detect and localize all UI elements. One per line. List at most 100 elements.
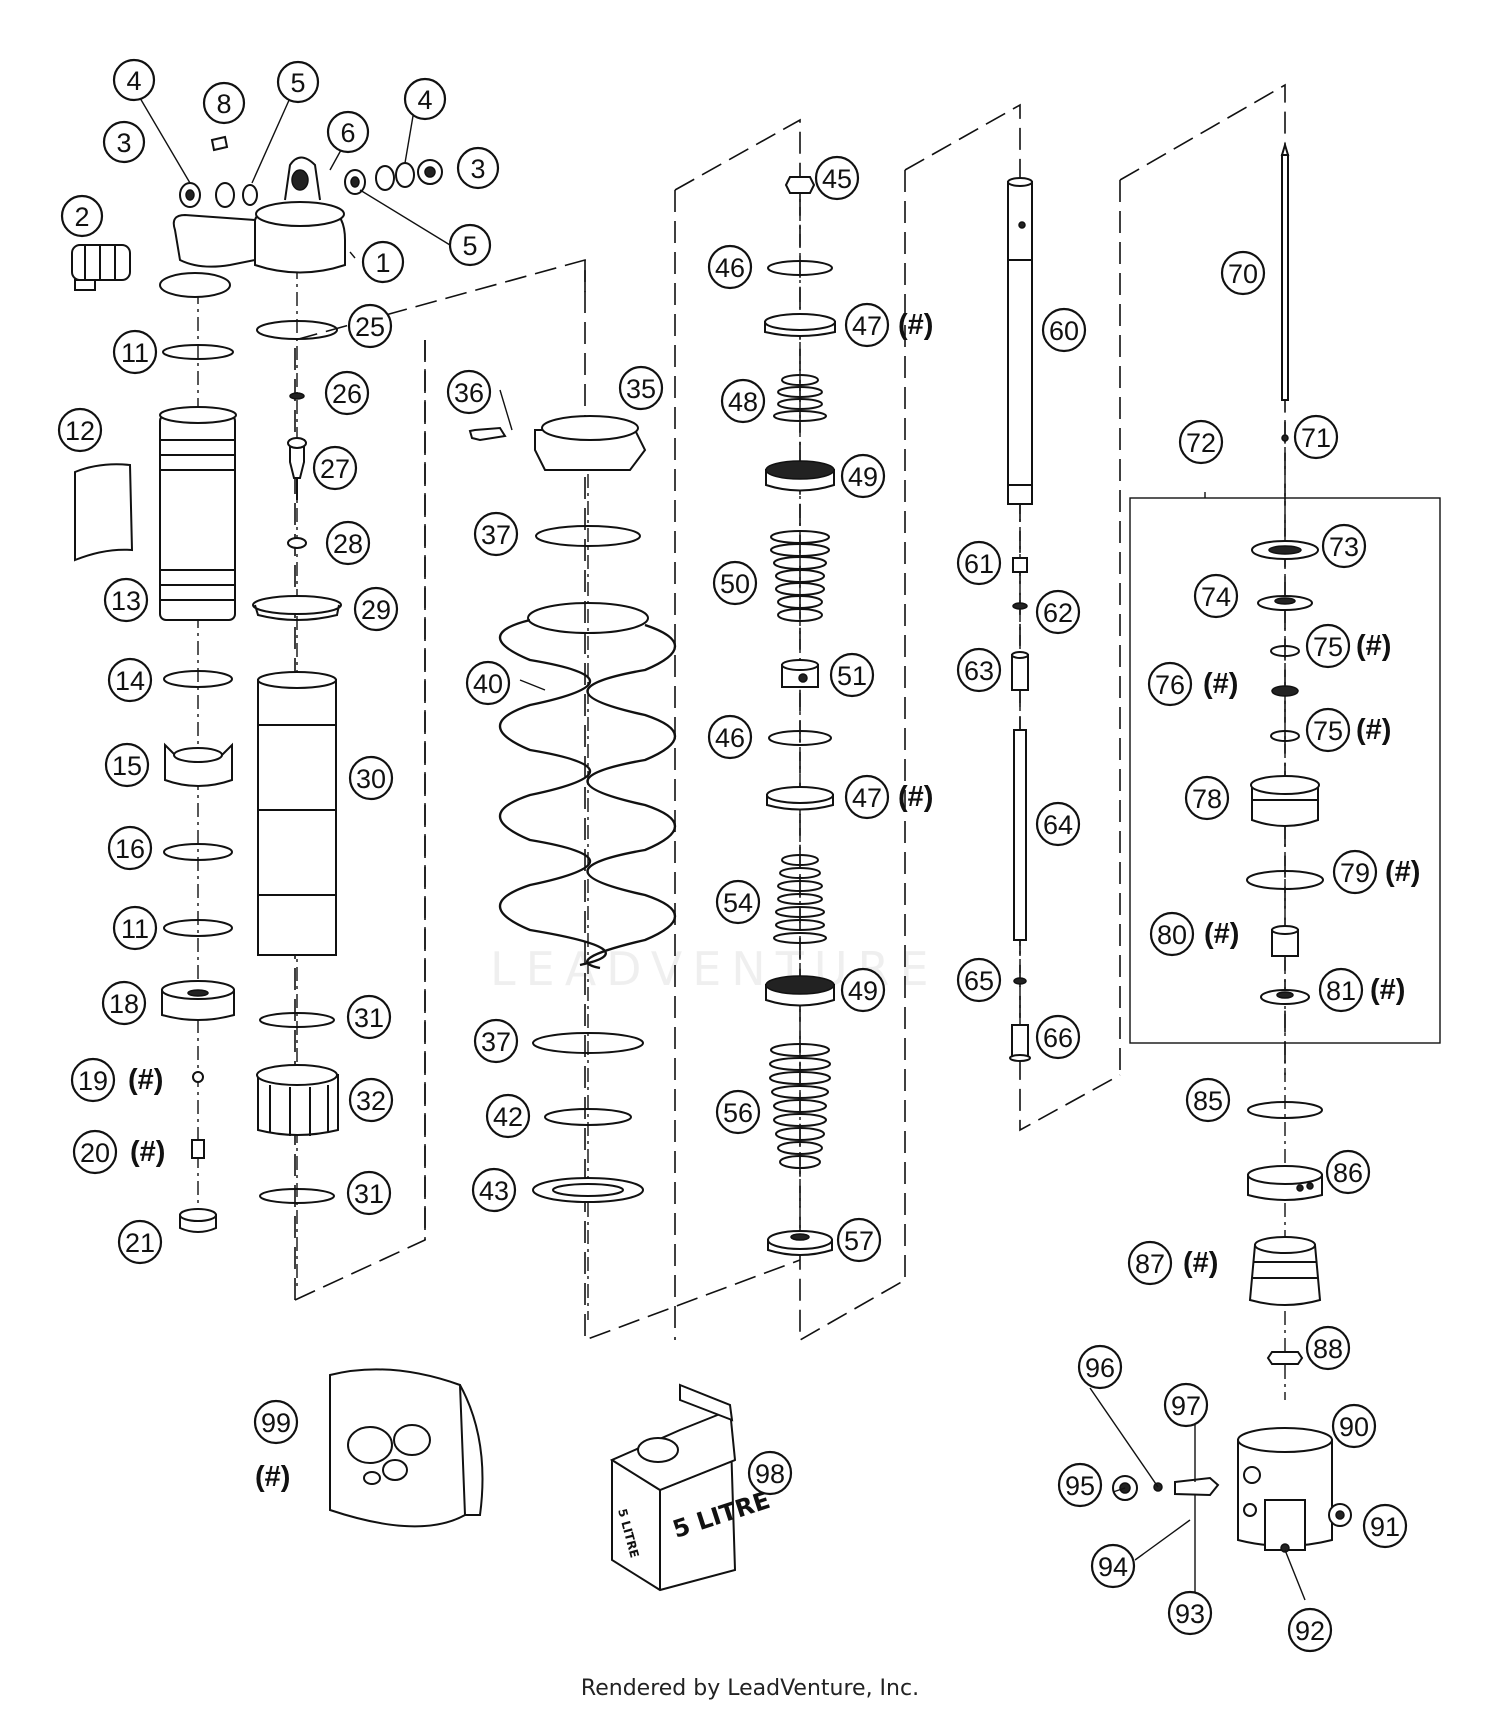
svg-text:26: 26 xyxy=(332,379,362,409)
callout-35: 35 xyxy=(618,365,664,411)
svg-text:56: 56 xyxy=(723,1098,753,1128)
svg-text:79: 79 xyxy=(1340,858,1370,888)
svg-text:5: 5 xyxy=(290,68,305,98)
callout-6: 6 xyxy=(326,110,370,154)
svg-text:32: 32 xyxy=(356,1086,386,1116)
svg-text:11: 11 xyxy=(121,914,149,944)
svg-text:14: 14 xyxy=(115,666,145,696)
callout-64: 64 xyxy=(1035,801,1081,847)
svg-text:16: 16 xyxy=(115,834,145,864)
svg-text:78: 78 xyxy=(1192,784,1222,814)
callout-47: 47 xyxy=(844,302,890,348)
svg-text:35: 35 xyxy=(626,374,656,404)
svg-text:87: 87 xyxy=(1135,1249,1165,1279)
callout-66: 66 xyxy=(1035,1014,1081,1060)
svg-text:63: 63 xyxy=(964,656,994,686)
callout-27: 27 xyxy=(312,445,358,491)
svg-text:48: 48 xyxy=(728,387,758,417)
svg-text:45: 45 xyxy=(822,164,852,194)
callout-78: 78 xyxy=(1184,775,1230,821)
callout-16: 16 xyxy=(107,825,153,871)
callout-18: 18 xyxy=(101,980,147,1026)
callout-2: 2 xyxy=(60,194,104,238)
svg-text:99: 99 xyxy=(261,1408,291,1438)
shim-stack-parts xyxy=(764,176,836,1256)
callout-62: 62 xyxy=(1035,589,1081,635)
svg-text:88: 88 xyxy=(1313,1334,1343,1364)
callout-43: 43 xyxy=(471,1167,517,1213)
callout-50: 50 xyxy=(712,560,758,606)
part-1-reservoir-head xyxy=(159,156,346,298)
callout-36: 36 xyxy=(446,369,492,415)
svg-text:19: 19 xyxy=(78,1066,108,1096)
svg-text:49: 49 xyxy=(848,976,878,1006)
callout-3: 3 xyxy=(456,146,500,190)
callout-95: 95 xyxy=(1057,1462,1103,1508)
callout-75: 75 xyxy=(1305,707,1351,753)
svg-text:51: 51 xyxy=(837,661,867,691)
callout-92: 92 xyxy=(1287,1607,1333,1653)
callout-25: 25 xyxy=(347,303,393,349)
callout-46: 46 xyxy=(707,244,753,290)
svg-text:3: 3 xyxy=(116,128,131,158)
svg-text:66: 66 xyxy=(1043,1023,1073,1053)
svg-text:73: 73 xyxy=(1329,532,1359,562)
svg-text:61: 61 xyxy=(964,549,994,579)
callout-32: 32 xyxy=(348,1077,394,1123)
callout-71: 71 xyxy=(1293,414,1339,460)
svg-text:71: 71 xyxy=(1301,423,1331,453)
callout-1: 1 xyxy=(361,240,405,284)
svg-text:54: 54 xyxy=(723,888,753,918)
part-99-seal-kit-bag xyxy=(329,1368,484,1528)
hash-mark-47: (#) xyxy=(898,309,933,341)
svg-text:1: 1 xyxy=(375,248,390,278)
svg-text:25: 25 xyxy=(355,312,385,342)
callout-26: 26 xyxy=(324,370,370,416)
callout-74: 74 xyxy=(1193,573,1239,619)
callout-11: 11 xyxy=(112,905,158,951)
callout-labels: 1233445568111112131415161819202125262728… xyxy=(57,58,1408,1653)
hash-mark-99: (#) xyxy=(255,1461,290,1493)
svg-text:46: 46 xyxy=(715,253,745,283)
callout-99: 99 xyxy=(253,1399,299,1445)
svg-text:95: 95 xyxy=(1065,1471,1095,1501)
svg-text:37: 37 xyxy=(481,520,511,550)
footer-credit: Rendered by LeadVenture, Inc. xyxy=(580,1676,920,1701)
svg-text:86: 86 xyxy=(1333,1158,1363,1188)
callout-85: 85 xyxy=(1185,1077,1231,1123)
svg-text:74: 74 xyxy=(1201,582,1231,612)
svg-text:50: 50 xyxy=(720,569,750,599)
svg-text:15: 15 xyxy=(112,751,142,781)
callout-4: 4 xyxy=(112,58,156,102)
svg-text:47: 47 xyxy=(852,311,882,341)
svg-text:3: 3 xyxy=(470,154,485,184)
hash-marks: (#)(#)(#)(#)(#)(#)(#)(#)(#)(#)(#)(#) xyxy=(128,309,1420,1493)
svg-text:37: 37 xyxy=(481,1027,511,1057)
callout-11: 11 xyxy=(112,329,158,375)
callout-5: 5 xyxy=(276,60,320,104)
svg-text:75: 75 xyxy=(1313,632,1343,662)
svg-text:42: 42 xyxy=(493,1102,523,1132)
callout-37: 37 xyxy=(473,1018,519,1064)
svg-text:96: 96 xyxy=(1085,1353,1115,1383)
svg-text:81: 81 xyxy=(1326,976,1356,1006)
callout-51: 51 xyxy=(829,652,875,698)
svg-text:46: 46 xyxy=(715,723,745,753)
piston-rod-parts xyxy=(1007,177,1033,1062)
callout-46: 46 xyxy=(707,714,753,760)
svg-text:4: 4 xyxy=(417,85,432,115)
svg-text:36: 36 xyxy=(454,378,484,408)
section-frames xyxy=(294,83,1441,1342)
callout-81: 81 xyxy=(1318,967,1364,1013)
svg-text:31: 31 xyxy=(354,1179,384,1209)
svg-text:65: 65 xyxy=(964,966,994,996)
callout-79: 79 xyxy=(1332,849,1378,895)
callout-31: 31 xyxy=(346,1170,392,1216)
callout-76: 76 xyxy=(1147,661,1193,707)
svg-text:28: 28 xyxy=(333,529,363,559)
svg-text:6: 6 xyxy=(340,118,355,148)
svg-text:12: 12 xyxy=(65,416,95,446)
callout-15: 15 xyxy=(104,742,150,788)
hash-mark-76: (#) xyxy=(1203,668,1238,700)
